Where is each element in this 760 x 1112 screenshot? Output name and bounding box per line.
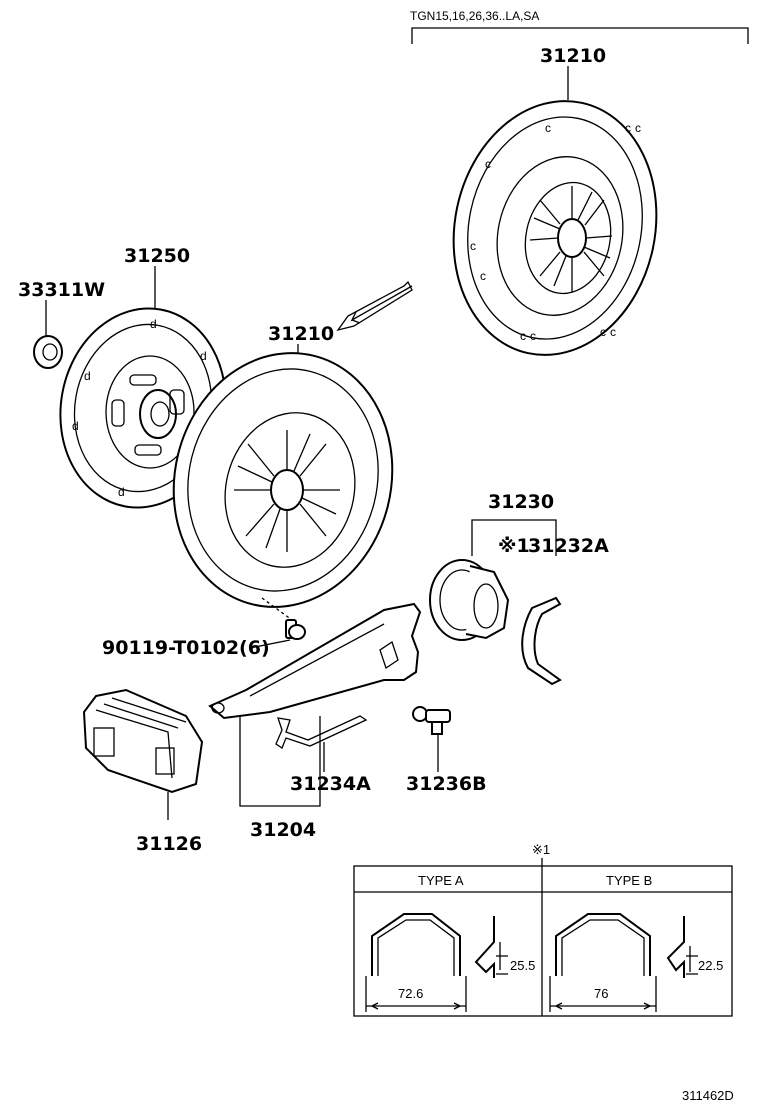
type-a-profile	[474, 916, 508, 978]
part-label-release-bearing-assy: 31230	[488, 491, 554, 513]
fork-boot	[82, 688, 204, 794]
svg-text:c: c	[520, 329, 526, 343]
part-label-disc: 31250	[124, 245, 190, 267]
svg-text:d: d	[72, 419, 79, 433]
part-label-pivot: 31236B	[406, 773, 487, 795]
svg-text:c: c	[480, 269, 486, 283]
type-b-title: TYPE B	[606, 873, 652, 888]
svg-text:c: c	[485, 157, 491, 171]
direction-arrow	[350, 285, 413, 324]
fork-spring	[275, 715, 368, 749]
release-bearing	[429, 559, 510, 641]
leader-bolt	[249, 639, 291, 649]
part-label-fork: 31204	[250, 819, 316, 841]
cover-bolt	[285, 619, 306, 640]
bolt-alignment-line	[261, 597, 293, 621]
diagram-id: 311462D	[682, 1088, 734, 1103]
part-label-bolt: 90119-T0102(6)	[102, 637, 270, 659]
svg-text:c: c	[470, 239, 476, 253]
model-bracket	[411, 27, 749, 44]
svg-text:c: c	[530, 329, 536, 343]
svg-text:d: d	[84, 369, 91, 383]
release-fork	[208, 602, 422, 720]
inset-marker: ※1	[532, 842, 550, 857]
part-label-cover-top: 31210	[540, 45, 606, 67]
type-a-title: TYPE A	[418, 873, 464, 888]
svg-text:d: d	[150, 317, 157, 331]
type-a-height: 25.5	[510, 958, 535, 973]
direction-arrow-outline	[336, 280, 413, 332]
svg-text:d: d	[200, 349, 207, 363]
type-a-width: 72.6	[398, 986, 423, 1001]
bracket-fork	[239, 716, 321, 807]
svg-text:c: c	[635, 121, 641, 135]
clip-marker-label: ※1	[498, 535, 530, 557]
fork-pivot	[412, 706, 451, 735]
part-label-spring: 31234A	[290, 773, 371, 795]
svg-text:c: c	[600, 325, 606, 339]
svg-text:c: c	[625, 121, 631, 135]
bracket-release-bearing-assy	[471, 519, 557, 556]
type-b-height: 22.5	[698, 958, 723, 973]
part-label-boot: 31126	[136, 833, 202, 855]
clutch-cover-main	[172, 352, 394, 608]
type-a-clip	[365, 913, 467, 1012]
part-label-pilot-bearing: 33311W	[18, 279, 105, 301]
type-b-profile	[666, 916, 698, 978]
svg-text:c: c	[545, 121, 551, 135]
type-b-clip	[549, 913, 657, 1012]
type-b-width: 76	[594, 986, 608, 1001]
release-bearing-clip	[521, 596, 562, 686]
part-label-cover-main: 31210	[268, 323, 334, 345]
part-label-clip: 31232A	[528, 535, 609, 557]
svg-text:d: d	[118, 485, 125, 499]
model-codes-label: TGN15,16,26,36..LA,SA	[410, 9, 539, 23]
svg-text:c: c	[610, 325, 616, 339]
pilot-bearing	[33, 335, 63, 369]
clip-type-table: TYPE A TYPE B	[353, 865, 733, 1017]
